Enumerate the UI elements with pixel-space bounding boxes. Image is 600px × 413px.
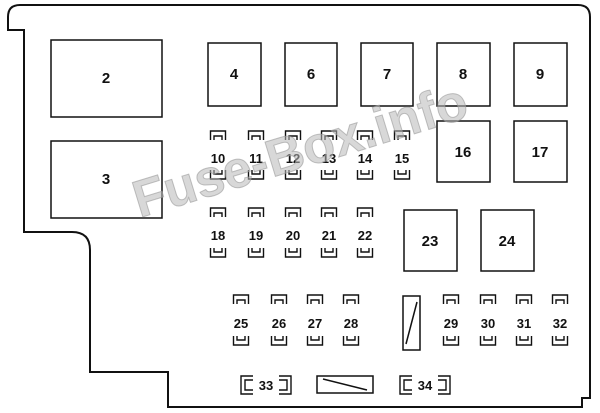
relay-4: 4 [207,42,262,107]
fuse-label: 11 [249,151,263,166]
watermark: Fuse-Box.info [126,73,474,230]
fuse-34: 34 [399,375,451,395]
relay-2: 2 [50,39,163,118]
fuse-10: 10 [209,130,227,180]
relay-9: 9 [513,42,568,107]
fuse-26: 26 [270,294,288,346]
fuse-27: 27 [306,294,324,346]
relay-label: 2 [102,70,110,87]
relay-label: 17 [532,144,549,161]
fuse-12: 12 [284,130,302,180]
fuse-29: 29 [442,294,460,346]
fuse-15: 15 [393,130,411,180]
fuse-label: 14 [358,151,373,166]
relay-7: 7 [360,42,414,107]
fuse-33: 33 [240,375,292,395]
fuse-19: 19 [247,207,265,258]
fuse-label: 21 [322,228,336,243]
relay-16: 16 [436,120,491,183]
fuse-label: 13 [322,151,336,166]
relay-label: 8 [459,66,467,83]
relay-label: 3 [102,171,110,188]
fuse-label: 33 [259,378,273,393]
fuse-label: 22 [358,228,372,243]
fuse-label: 29 [444,316,458,331]
fuse-label: 32 [553,316,567,331]
fuse-label: 25 [234,316,248,331]
fuse-22: 22 [356,207,374,258]
fuse-32: 32 [551,294,569,346]
fuse-11: 11 [247,130,265,180]
fuse-label: 30 [481,316,495,331]
fuse-label: 28 [344,316,358,331]
fuse-label: 12 [286,151,300,166]
fuse-box-outline [7,4,591,408]
fuse-label: 34 [418,378,433,393]
fuse-label: 20 [286,228,300,243]
fuse-20: 20 [284,207,302,258]
vertical-fuse-element [402,295,421,351]
relay-label: 23 [422,233,439,250]
relay-6: 6 [284,42,338,107]
relay-label: 4 [230,66,239,83]
relay-24: 24 [480,209,535,272]
relay-8: 8 [436,42,491,107]
relay-label: 6 [307,66,315,83]
fuse-label: 15 [395,151,409,166]
relay-3: 3 [50,140,163,219]
fuse-label: 31 [517,316,531,331]
fuse-18: 18 [209,207,227,258]
fuse-label: 27 [308,316,322,331]
fuse-13: 13 [320,130,338,180]
fuse-30: 30 [479,294,497,346]
relay-label: 16 [455,144,472,161]
fuse-21: 21 [320,207,338,258]
relay-label: 9 [536,66,544,83]
fuse-label: 26 [272,316,286,331]
relay-label: 24 [499,233,516,250]
fuse-14: 14 [356,130,374,180]
fuse-31: 31 [515,294,533,346]
relay-17: 17 [513,120,568,183]
relay-23: 23 [403,209,458,272]
relay-label: 7 [383,66,391,83]
horizontal-fuse-element [316,375,374,394]
fuse-label: 18 [211,228,225,243]
fuse-label: 10 [211,151,225,166]
fuse-label: 19 [249,228,263,243]
fuse-25: 25 [232,294,250,346]
fuse-28: 28 [342,294,360,346]
